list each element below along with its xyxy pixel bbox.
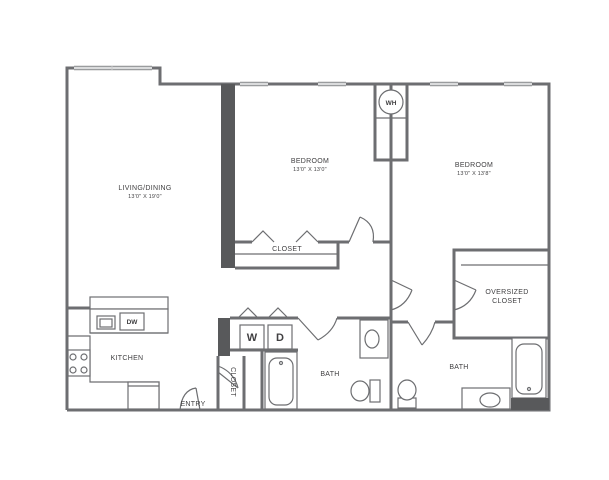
room-labels: LIVING/DINING 13'0" X 19'0" BEDROOM 13'0… — [111, 158, 529, 408]
toilet — [350, 380, 370, 402]
kitchen-label: KITCHEN — [111, 355, 144, 362]
bath1-fixtures — [264, 319, 389, 410]
kitchen-fixtures — [67, 296, 169, 410]
living-label: LIVING/DINING — [118, 185, 171, 192]
closet2-label: CLOSET — [229, 367, 236, 397]
interior-walls — [67, 84, 549, 410]
dishwasher — [119, 312, 145, 331]
laundry — [239, 324, 293, 350]
doors — [179, 216, 477, 411]
dishwasher-label: DW — [127, 319, 139, 326]
bath2-fixtures — [397, 337, 549, 410]
bedroom1-dims: 13'0" X 13'0" — [293, 167, 327, 173]
water-heater — [378, 89, 404, 115]
dryer-label: D — [276, 332, 284, 344]
bath1-label: BATH — [320, 371, 339, 378]
entry-label: ENTRY — [180, 401, 205, 408]
bedroom2-label: BEDROOM — [455, 162, 493, 169]
oversized-closet-label: OVERSIZED — [485, 289, 528, 296]
dryer — [267, 324, 293, 350]
washer-label: W — [247, 332, 258, 344]
toilet-tank — [369, 379, 381, 403]
toilet-2 — [397, 379, 417, 401]
bath2-label: BATH — [449, 364, 468, 371]
closet1-label: CLOSET — [272, 246, 302, 253]
windows — [74, 65, 532, 87]
living-dims: 13'0" X 19'0" — [128, 194, 162, 200]
bedroom1-label: BEDROOM — [291, 158, 329, 165]
bedroom2-dims: 13'0" X 13'8" — [457, 171, 491, 177]
appliance-labels: WH DW W D — [127, 89, 404, 344]
washer — [239, 324, 265, 350]
water-heater-label: WH — [386, 100, 397, 107]
oversized-closet-label-2: CLOSET — [492, 298, 522, 305]
